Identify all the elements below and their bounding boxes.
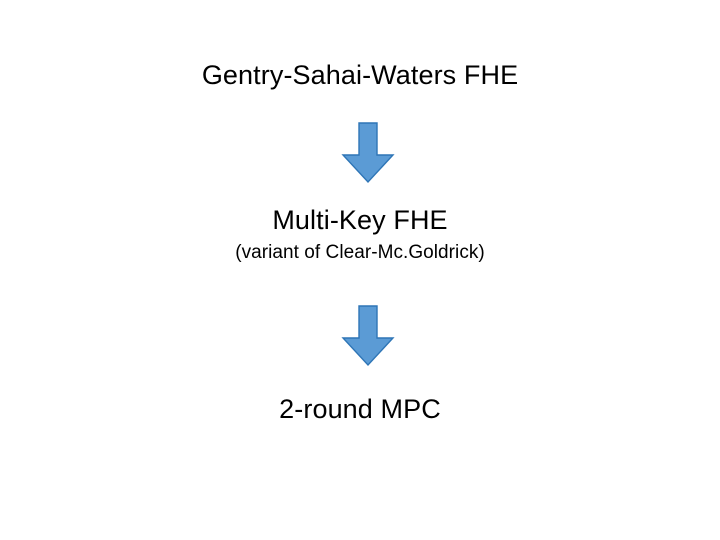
node-title: Multi-Key FHE [272,205,448,235]
down-arrow-icon [338,122,398,184]
node-title: 2-round MPC [279,394,441,424]
down-arrow-icon [338,305,398,367]
diagram-node-2-round-mpc: 2-round MPC [0,394,720,425]
diagram-node-gsw-fhe: Gentry-Sahai-Waters FHE [0,60,720,91]
node-subtitle: (variant of Clear-Mc.Goldrick) [235,242,485,264]
node-title: Gentry-Sahai-Waters FHE [201,60,519,90]
diagram-node-multi-key-fhe: Multi-Key FHE (variant of Clear-Mc.Goldr… [0,205,720,264]
